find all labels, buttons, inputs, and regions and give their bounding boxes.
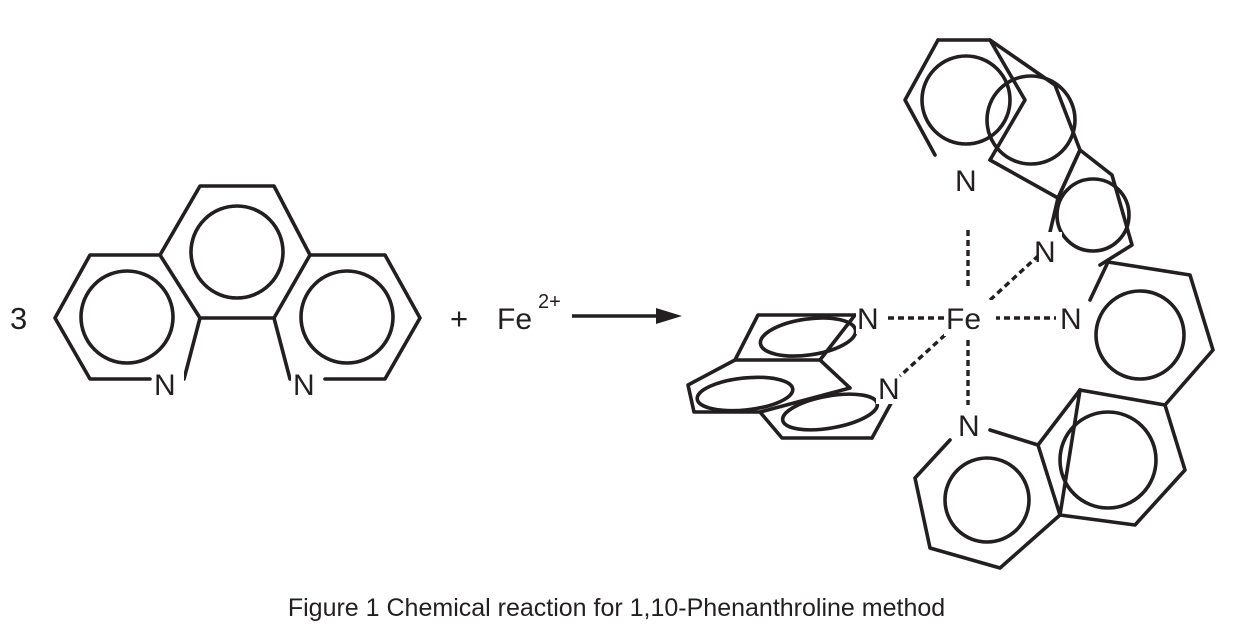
right-ligand: N N (913, 260, 1215, 570)
nitrogen-atom: N (154, 369, 176, 402)
nitrogen-atom: N (857, 303, 879, 336)
top-ligand: N N (903, 38, 1134, 269)
nitrogen-atom: N (293, 369, 315, 402)
stoichiometric-coefficient: 3 (10, 301, 27, 336)
plus-sign: + (450, 301, 468, 336)
nitrogen-atom: N (1034, 236, 1056, 269)
iron-phenanthroline-complex: N N N N N (686, 38, 1215, 570)
left-aromatic-circle (79, 269, 175, 365)
iron-ion-charge: 2+ (538, 291, 561, 313)
phenanthroline-reactant: N N (53, 184, 422, 402)
coordination-bonds (888, 230, 1056, 405)
reaction-arrow (572, 308, 682, 324)
right-fusion-bond (272, 253, 312, 320)
figure-caption: Figure 1 Chemical reaction for 1,10-Phen… (287, 594, 946, 622)
nitrogen-atom: N (958, 410, 980, 443)
right-n-c-bond (272, 316, 292, 381)
right-ring-bonds (308, 253, 422, 381)
left-ring-bonds (53, 253, 162, 381)
nitrogen-atom: N (1060, 303, 1082, 336)
iron-ion-symbol: Fe (497, 303, 532, 336)
middle-aromatic-circle (189, 204, 285, 300)
left-ligand: N N (686, 300, 906, 440)
central-iron-atom: Fe (946, 303, 981, 336)
middle-ring-bonds (158, 184, 312, 257)
left-fusion-bond (158, 253, 202, 320)
right-aromatic-circle (299, 269, 395, 365)
nitrogen-atom: N (955, 165, 977, 198)
nitrogen-atom: N (878, 373, 900, 406)
left-n-c-bond (182, 316, 202, 381)
